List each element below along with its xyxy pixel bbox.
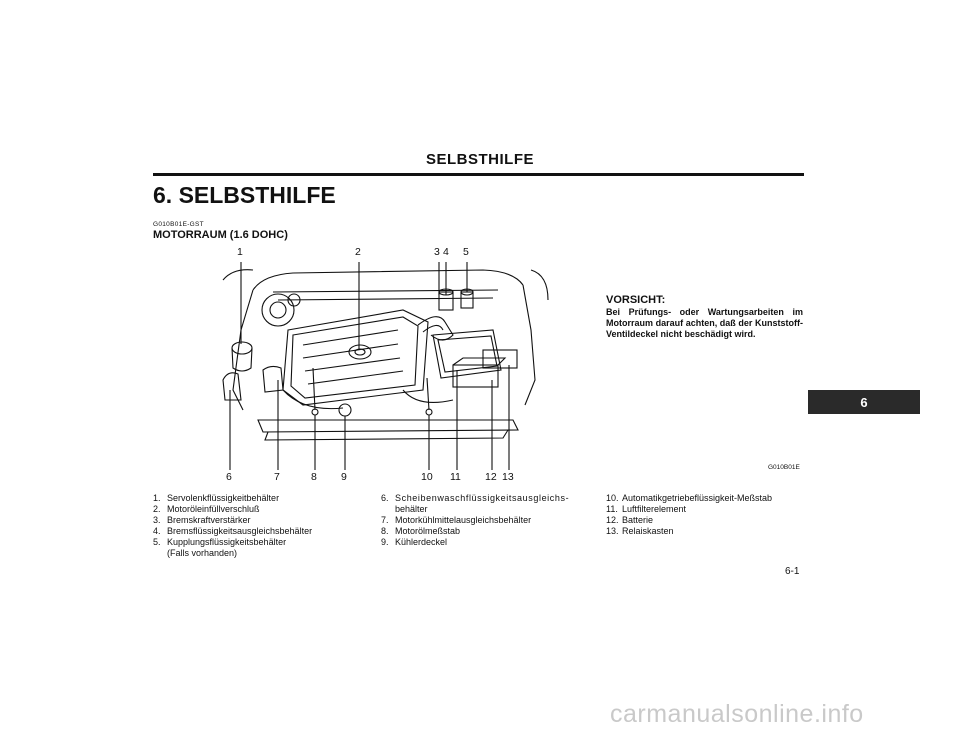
callout-1: 1 xyxy=(237,246,243,258)
legend-column-2: 6. Scheibenwaschflüssigkeitsausgleichs- b… xyxy=(381,493,581,548)
callout-10: 10 xyxy=(421,471,433,483)
legend-column-1: 1. Servolenkflüssigkeitbehälter 2. Motoröl… xyxy=(153,493,368,559)
legend-item: 5. Kupplungsflüssigkeitsbehälter xyxy=(153,537,368,548)
callout-2: 2 xyxy=(355,246,361,258)
legend-text: Bremsflüssigkeitsausgleichsbehälter xyxy=(167,526,313,536)
legend-text: Kühlerdeckel xyxy=(395,537,448,547)
legend-text: Automatikgetriebeflüssigkeit-Meßstab xyxy=(622,493,773,503)
legend-number: 11. xyxy=(606,504,618,514)
legend-item: 4. Bremsflüssigkeitsausgleichsbehälter xyxy=(153,526,368,537)
legend-item: 10.Automatikgetriebeflüssigkeit-Meßstab xyxy=(606,493,806,504)
caution-title: VORSICHT: xyxy=(606,294,666,306)
legend-number: 6. xyxy=(381,493,389,503)
figure-code: G010B01E xyxy=(768,464,800,471)
legend-number: 9. xyxy=(381,537,389,547)
callout-12: 12 xyxy=(485,471,497,483)
legend-number: 3. xyxy=(153,515,161,525)
watermark: carmanualsonline.info xyxy=(610,700,864,728)
engine-bay-figure: 1 2 3 4 5 6 7 8 9 10 11 12 13 xyxy=(153,240,813,485)
caution-text: Bei Prüfungs- oder Wartungsarbeiten im M… xyxy=(606,307,803,339)
legend-text: Batterie xyxy=(622,515,654,525)
chapter-title: 6. SELBSTHILFE xyxy=(153,182,336,208)
legend-number xyxy=(381,504,395,515)
callout-13: 13 xyxy=(502,471,514,483)
callout-4: 4 xyxy=(443,246,449,258)
callout-11: 11 xyxy=(450,471,461,483)
section-heading: MOTORRAUM (1.6 DOHC) xyxy=(153,229,288,241)
legend-number: 4. xyxy=(153,526,161,536)
legend-item: (Falls vorhanden) xyxy=(153,548,368,559)
legend-number: 13. xyxy=(606,526,619,536)
legend-text: Kupplungsflüssigkeitsbehälter xyxy=(167,537,287,547)
legend-item: 8. Motorölmeßstab xyxy=(381,526,581,537)
legend-number: 8. xyxy=(381,526,389,536)
legend-number: 1. xyxy=(153,493,161,503)
legend-item: 3. Bremskraftverstärker xyxy=(153,515,368,526)
callout-3: 3 xyxy=(434,246,440,258)
legend-number: 10. xyxy=(606,493,619,503)
callout-7: 7 xyxy=(274,471,280,483)
page-number: 6-1 xyxy=(785,566,800,577)
legend-item: 9. Kühlerdeckel xyxy=(381,537,581,548)
callout-6: 6 xyxy=(226,471,232,483)
callout-5: 5 xyxy=(463,246,469,258)
legend-text: Luftfilterelement xyxy=(622,504,687,514)
legend-text: Motorkühlmittelausgleichsbehälter xyxy=(395,515,532,525)
legend-item: 13.Relaiskasten xyxy=(606,526,806,537)
legend-text: Scheibenwaschflüssigkeitsausgleichs- xyxy=(395,493,570,503)
legend-number: 7. xyxy=(381,515,389,525)
legend-item: 11. Luftfilterelement xyxy=(606,504,806,515)
legend-text: (Falls vorhanden) xyxy=(167,548,238,558)
caution-box: VORSICHT: Bei Prüfungs- oder Wartungsarb… xyxy=(606,294,803,340)
legend-item: behälter xyxy=(381,504,581,515)
legend-text: behälter xyxy=(395,504,428,514)
legend-number: 12. xyxy=(606,515,619,525)
legend-text: Motorölmeßstab xyxy=(395,526,461,536)
legend-item: 12.Batterie xyxy=(606,515,806,526)
legend-number: 5. xyxy=(153,537,161,547)
legend-number xyxy=(153,548,167,559)
legend-number: 2. xyxy=(153,504,161,514)
engine-bay-illustration xyxy=(222,262,549,470)
callout-9: 9 xyxy=(341,471,347,483)
legend-column-3: 10.Automatikgetriebeflüssigkeit-Meßstab … xyxy=(606,493,806,537)
chapter-tab[interactable]: 6 xyxy=(808,390,920,414)
section-code: G010B01E-GST xyxy=(153,221,204,228)
running-header: SELBSTHILFE xyxy=(425,151,534,168)
legend-item: 6. Scheibenwaschflüssigkeitsausgleichs- xyxy=(381,493,581,504)
legend-text: Relaiskasten xyxy=(622,526,674,536)
header-rule xyxy=(153,173,804,176)
callout-8: 8 xyxy=(311,471,317,483)
legend-item: 1. Servolenkflüssigkeitbehälter xyxy=(153,493,368,504)
legend-text: Servolenkflüssigkeitbehälter xyxy=(167,493,280,503)
legend-text: Bremskraftverstärker xyxy=(167,515,251,525)
legend-item: 2. Motoröleinfüllverschluß xyxy=(153,504,368,515)
legend-item: 7. Motorkühlmittelausgleichsbehälter xyxy=(381,515,581,526)
legend-text: Motoröleinfüllverschluß xyxy=(167,504,260,514)
